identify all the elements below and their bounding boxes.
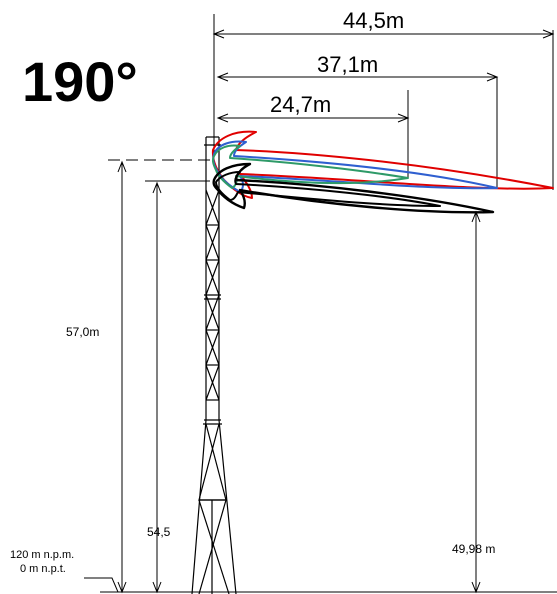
horizontal-dimension-44-5 (212, 14, 555, 190)
azimuth-angle-label: 190° (22, 50, 138, 113)
dimension-label-37-1: 37,1m (317, 52, 378, 77)
lattice-tower (191, 136, 237, 594)
horizontal-dimension-24-7 (216, 90, 410, 178)
dimension-label-44-5: 44,5m (343, 8, 404, 33)
height-reference-lines (108, 159, 210, 182)
green-radiation-lobe (211, 144, 409, 189)
vertical-dimension-57-0 (117, 160, 127, 594)
black-radiation-lobe (212, 162, 495, 214)
vertical-dimension-49-98 (471, 210, 481, 594)
black-radiation-lobe-inner (215, 171, 441, 207)
height-label-54-5: 54,5 (147, 525, 171, 539)
ground-elevation-asl: 120 m n.p.m. (10, 549, 74, 561)
height-label-57-0: 57,0m (66, 325, 99, 339)
radiation-lobes (211, 130, 554, 214)
ground-line (84, 577, 557, 593)
red-radiation-lobe (211, 130, 554, 199)
dimension-label-24-7: 24,7m (270, 92, 331, 117)
horizontal-dimension-37-1 (216, 72, 499, 188)
ground-elevation-agl: 0 m n.p.t. (20, 563, 66, 575)
height-label-49-98: 49,98 m (452, 542, 495, 556)
